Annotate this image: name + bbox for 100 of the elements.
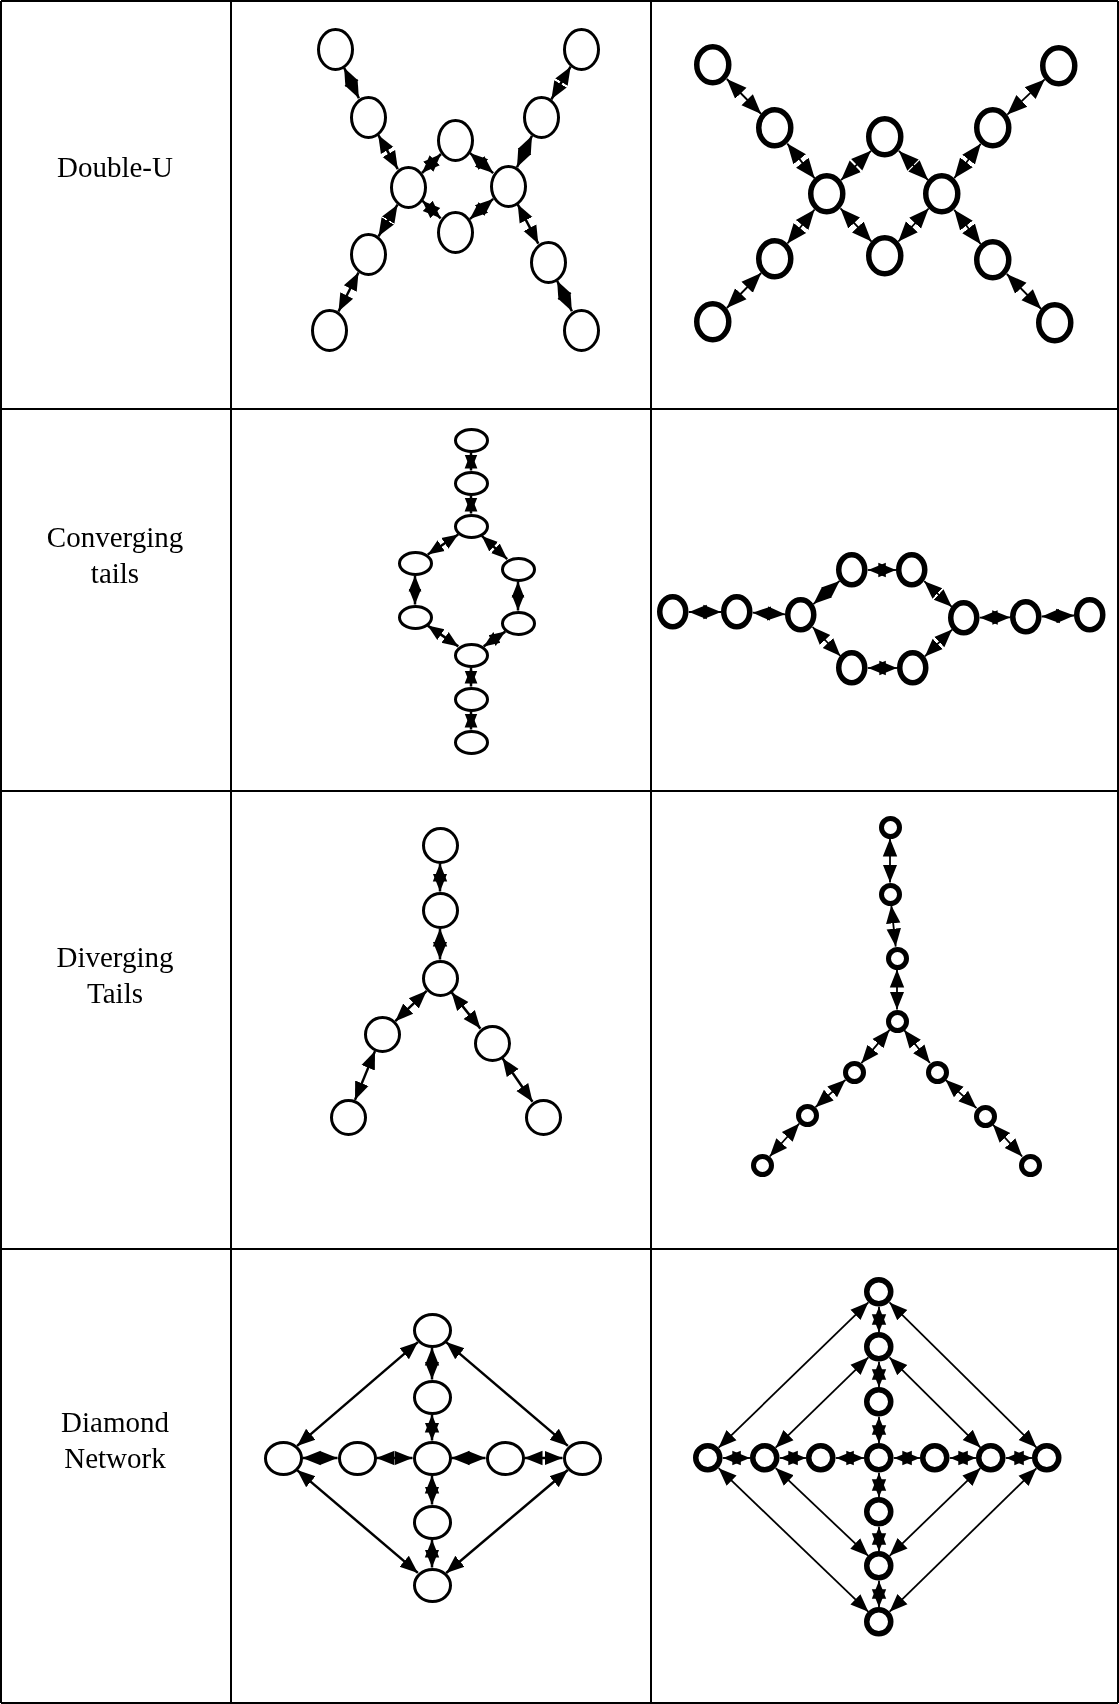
circle-node	[453, 729, 489, 755]
double-headed-arrow	[898, 150, 929, 181]
circle-node	[896, 552, 928, 588]
double-headed-arrow	[834, 1450, 866, 1466]
double-headed-arrow	[953, 142, 982, 180]
circle-node	[864, 1277, 894, 1307]
double-headed-arrow	[751, 606, 787, 621]
double-headed-arrow	[871, 1415, 887, 1445]
circle-node	[923, 173, 961, 215]
double-headed-arrow	[866, 562, 898, 578]
circle-node	[436, 118, 474, 162]
double-headed-arrow	[725, 272, 763, 309]
circle-node	[974, 107, 1012, 149]
circle-node	[878, 882, 902, 906]
circle-node	[412, 1504, 452, 1540]
double-headed-arrow	[408, 575, 422, 605]
circle-node	[925, 1060, 949, 1084]
circle-node	[562, 27, 600, 71]
circle-node	[693, 1443, 723, 1473]
double-headed-arrow	[424, 1539, 440, 1568]
double-headed-arrow	[1040, 608, 1076, 624]
double-headed-arrow	[953, 208, 982, 246]
double-headed-arrow	[1005, 273, 1043, 310]
double-headed-arrow	[786, 208, 816, 245]
circle-node	[453, 470, 489, 496]
double-headed-arrow	[888, 1356, 982, 1449]
double-headed-arrow	[469, 197, 494, 221]
circle-node	[750, 1443, 780, 1473]
row-label: Converging tails	[45, 520, 185, 591]
circle-node	[1036, 302, 1074, 344]
double-headed-arrow	[501, 1057, 534, 1103]
circle-node	[920, 1443, 950, 1473]
circle-node	[795, 1103, 819, 1127]
double-headed-arrow	[464, 495, 478, 514]
circle-node	[864, 1332, 894, 1362]
double-headed-arrow	[296, 1469, 419, 1574]
circle-node	[897, 650, 929, 686]
circle-node	[421, 826, 459, 864]
double-headed-arrow	[377, 204, 399, 237]
double-headed-arrow	[860, 1028, 891, 1065]
circle-node	[806, 1443, 836, 1473]
circle-node	[878, 815, 902, 839]
double-headed-arrow	[342, 67, 361, 99]
circle-node	[397, 604, 433, 630]
double-headed-arrow	[717, 1467, 870, 1613]
double-headed-arrow	[464, 667, 478, 687]
double-headed-arrow	[871, 1579, 887, 1609]
double-headed-arrow	[302, 1450, 338, 1466]
circle-node	[263, 1440, 303, 1476]
double-headed-arrow	[721, 1450, 752, 1466]
double-headed-arrow	[376, 1450, 413, 1466]
circle-node	[973, 1104, 997, 1128]
circle-node	[529, 240, 567, 284]
circle-node	[885, 1009, 909, 1033]
double-headed-arrow	[871, 1360, 887, 1389]
circle-node	[524, 1098, 562, 1136]
double-headed-arrow	[464, 711, 478, 730]
circle-node	[885, 946, 909, 970]
circle-node	[522, 95, 560, 139]
circle-node	[948, 600, 980, 636]
circle-node	[976, 1443, 1006, 1473]
double-headed-arrow	[717, 1301, 870, 1449]
double-headed-arrow	[445, 1469, 569, 1574]
double-headed-arrow	[450, 991, 482, 1030]
double-headed-arrow	[991, 1123, 1024, 1158]
row-label: Diamond Network	[60, 1405, 170, 1476]
double-headed-arrow	[897, 207, 930, 243]
circle-node	[421, 959, 459, 997]
circle-node	[1018, 1153, 1042, 1177]
double-headed-arrow	[377, 134, 399, 170]
double-headed-arrow	[353, 1050, 377, 1101]
double-headed-arrow	[421, 153, 442, 174]
circle-node	[864, 1443, 894, 1473]
circle-node	[785, 597, 817, 633]
double-headed-arrow	[296, 1341, 419, 1447]
double-headed-arrow	[888, 1467, 1038, 1613]
circle-node	[453, 686, 489, 712]
double-headed-arrow	[888, 1467, 982, 1557]
circle-node	[694, 301, 732, 343]
circle-node	[974, 239, 1012, 281]
circle-node	[329, 1098, 367, 1136]
circle-node	[756, 107, 794, 149]
double-headed-arrow	[774, 1356, 870, 1449]
circle-node	[453, 642, 489, 668]
circle-node	[397, 550, 433, 576]
circle-node	[412, 1440, 452, 1476]
circle-node	[694, 44, 732, 86]
circle-node	[473, 1024, 511, 1062]
double-headed-arrow	[555, 280, 574, 312]
double-headed-arrow	[524, 1450, 563, 1466]
circle-node	[389, 165, 427, 209]
double-headed-arrow	[464, 452, 478, 471]
circle-node	[750, 1153, 774, 1177]
circle-node	[1040, 45, 1078, 87]
double-headed-arrow	[550, 66, 572, 100]
double-headed-arrow	[903, 1029, 931, 1064]
double-headed-arrow	[424, 1347, 440, 1380]
double-headed-arrow	[882, 837, 898, 884]
circle-node	[864, 1551, 894, 1581]
double-headed-arrow	[424, 1414, 440, 1441]
